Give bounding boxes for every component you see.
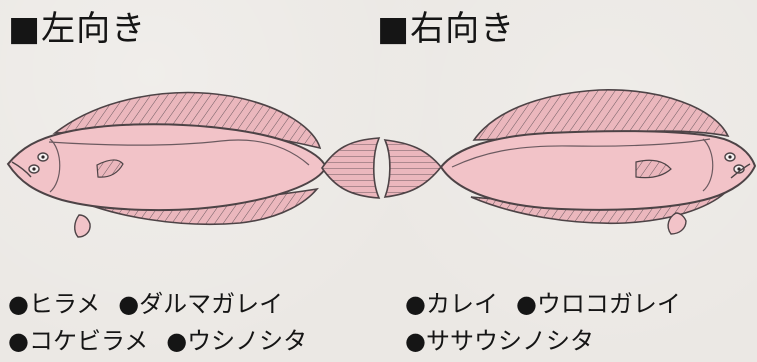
right-fish-pectoral-fin: [635, 159, 672, 179]
fish-illustrations: [6, 89, 757, 238]
left-fish-mouth: [11, 161, 32, 178]
right-fish-body: [439, 130, 757, 211]
right-fish-tail: [383, 139, 443, 198]
left-fish-eye-pupil-front: [32, 167, 36, 171]
species-label-karei: ●カレイ: [405, 290, 498, 318]
left-facing-fish: [6, 91, 381, 238]
right-species-row-1: ●カレイ ●ウロコガレイ: [405, 292, 681, 316]
left-facing-heading: ■左向き: [8, 9, 147, 49]
right-fish-gill-line: [702, 138, 714, 192]
right-facing-fish: [383, 89, 757, 235]
left-fish-eye-pupil-back: [41, 155, 45, 159]
right-species-row-2: ●ササウシノシタ: [405, 329, 594, 353]
right-facing-heading: ■右向き: [377, 9, 516, 49]
left-fish-gill-line: [49, 138, 61, 193]
species-label-sasaushinoshita: ●ササウシノシタ: [405, 327, 594, 355]
right-fish-eye-pupil-back: [737, 167, 741, 171]
left-fish-pelvic-fin: [74, 214, 91, 238]
species-label-hirame: ●ヒラメ: [8, 290, 101, 318]
right-fish-pelvic-fin: [667, 212, 687, 235]
left-fish-pectoral-fin: [96, 159, 124, 178]
left-species-row-1: ●ヒラメ ●ダルマガレイ: [8, 292, 283, 316]
species-label-darumagarei: ●ダルマガレイ: [118, 290, 284, 318]
species-label-urokogarei: ●ウロコガレイ: [515, 290, 681, 318]
species-label-kokebirame: ●コケビラメ: [8, 327, 149, 355]
right-fish-eye-pupil-front: [728, 155, 732, 159]
right-fish-mouth: [730, 163, 751, 179]
species-label-ushinoshita: ●ウシノシタ: [166, 327, 308, 355]
left-fish-tail: [321, 137, 381, 199]
left-fish-lateral-line: [48, 139, 310, 166]
left-species-row-2: ●コケビラメ ●ウシノシタ: [8, 329, 307, 353]
right-fish-lateral-line: [451, 138, 711, 168]
